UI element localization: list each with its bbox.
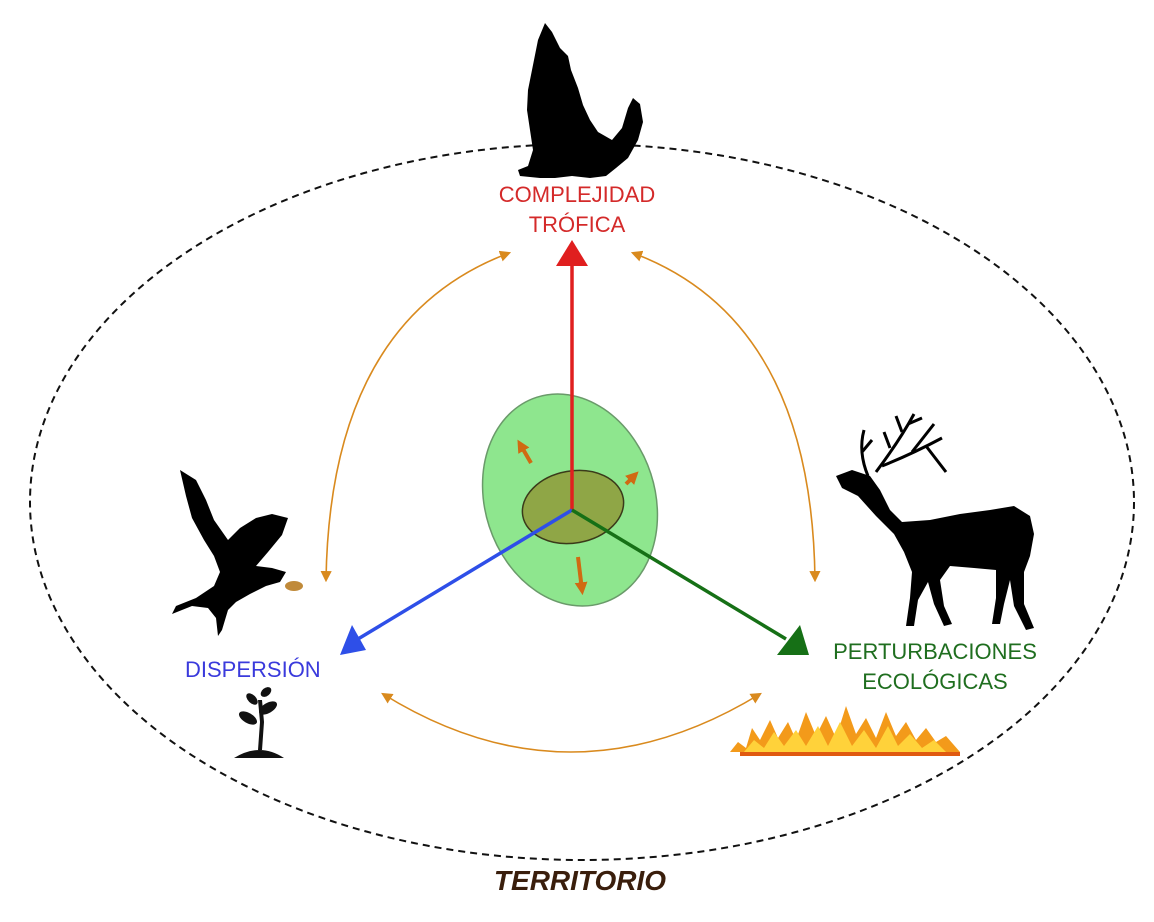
dispersal-label: DISPERSIÓN xyxy=(185,657,321,682)
trophic-disturbance-interaction-arrow xyxy=(630,250,821,583)
territory-boundary xyxy=(29,143,1135,861)
wolf-silhouette-icon xyxy=(518,23,643,178)
ecological-disturbance-label: PERTURBACIONES ECOLÓGICAS xyxy=(810,637,1060,697)
disturbance-label-line2: ECOLÓGICAS xyxy=(862,669,1008,694)
disturbance-arrowhead xyxy=(777,625,809,655)
trophic-dispersal-interaction-arrow xyxy=(320,250,512,583)
bird-silhouette-icon xyxy=(172,470,303,636)
fire-icon xyxy=(730,706,960,756)
disturbance-label-line1: PERTURBACIONES xyxy=(833,639,1037,664)
trophic-label-line1: COMPLEJIDAD xyxy=(498,182,656,207)
deer-silhouette-icon xyxy=(836,413,1034,630)
dispersal-arrowhead xyxy=(340,625,366,655)
seedling-icon xyxy=(234,687,284,758)
territory-label: TERRITORIO xyxy=(493,865,667,896)
interaction-arrows xyxy=(320,250,821,753)
trophic-label-line2: TRÓFICA xyxy=(528,212,626,237)
dispersal-disturbance-interaction-arrow xyxy=(381,692,762,753)
trophic-arrowhead xyxy=(556,240,588,266)
trophic-complexity-label: COMPLEJIDAD TRÓFICA xyxy=(477,180,677,240)
